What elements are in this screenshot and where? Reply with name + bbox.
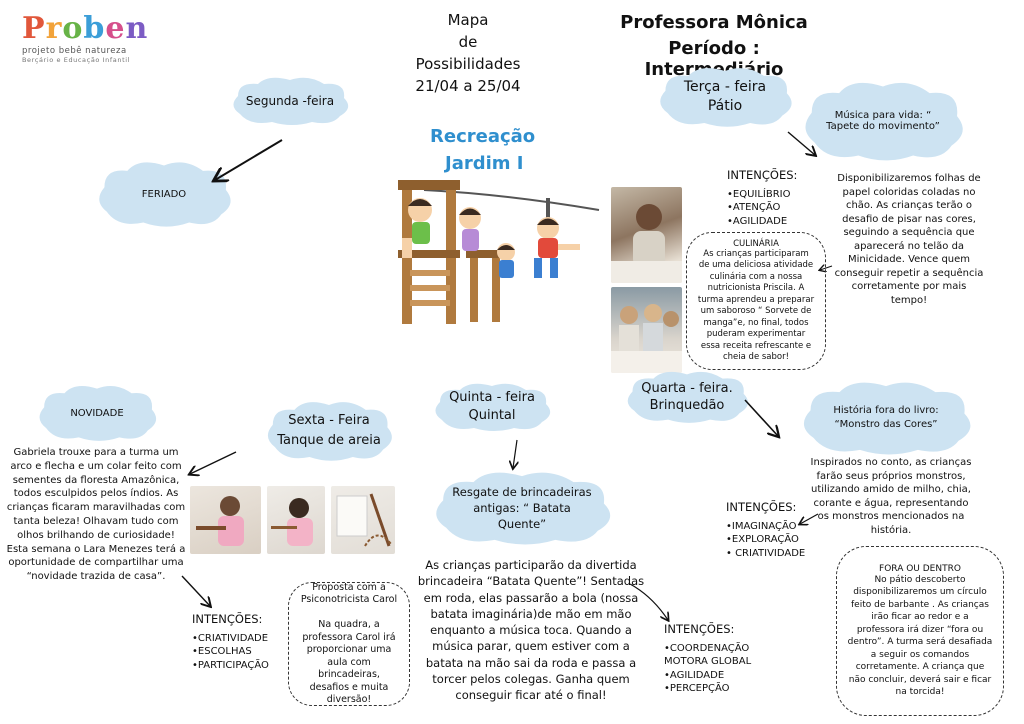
arrow-quinta xyxy=(513,439,517,468)
arrow-sexta-intent xyxy=(181,575,210,606)
sexta-title: Sexta - Feira xyxy=(288,413,370,428)
intencao-item: •COORDENAÇÃO xyxy=(664,642,750,654)
mapa-title: Mapa de Possibilidades 21/04 a 25/04 xyxy=(415,11,521,95)
cloud-shape xyxy=(660,68,792,127)
arrow-quarta-intent xyxy=(800,513,819,524)
terca-cloud: Terça - feira Pátio xyxy=(654,66,796,128)
logo-letter: P xyxy=(22,11,46,46)
terca-title: Terça - feira xyxy=(683,79,767,95)
culinaria-photo-1 xyxy=(611,187,682,283)
segunda-title: Segunda -feira xyxy=(245,94,335,108)
logo-letter: o xyxy=(62,11,84,46)
logo: Proben projeto bebê natureza Berçário e … xyxy=(22,14,172,66)
cloud-shape xyxy=(99,162,231,227)
intencao-item: MOTORA GLOBAL xyxy=(664,656,752,668)
terca-intencoes-title: INTENÇÕES: xyxy=(727,168,798,182)
sexta-intencoes: INTENÇÕES: •CRIATIVIDADE •ESCOLHAS •PART… xyxy=(192,612,269,672)
cloud-shape xyxy=(805,82,963,161)
logo-subtitle-2: Berçário e Educação Infantil xyxy=(22,56,131,64)
historia-description: Inspirados no conto, as crianças farão s… xyxy=(810,457,972,536)
fora-dentro-title: FORA OU DENTRO xyxy=(879,563,961,574)
intencao-item: •PERCEPÇÃO xyxy=(664,683,730,695)
recreacao-title: Recreação xyxy=(430,126,536,147)
sexta-cloud: Sexta - Feira Tanque de areia xyxy=(262,400,396,462)
arrow-quinta-intent xyxy=(629,583,668,620)
arrow-terca xyxy=(787,131,815,155)
sexta-place: Tanque de areia xyxy=(277,433,381,448)
novidade-title: NOVIDADE xyxy=(70,407,124,419)
quinta-cloud: Quinta - feira Quintal xyxy=(430,382,554,432)
historia-title: História fora do livro: xyxy=(833,405,939,416)
feriado-cloud: FERIADO xyxy=(93,160,235,228)
logo-wordmark: Proben xyxy=(22,14,172,44)
logo-letter: e xyxy=(105,11,126,46)
intencao-item: •ESCOLHAS xyxy=(192,646,252,658)
historia-book: “Monstro das Cores” xyxy=(834,419,938,430)
quarta-place: Brinquedão xyxy=(649,398,725,413)
quarta-intencoes: INTENÇÕES: •IMAGINAÇÃO •EXPLORAÇÃO • CRI… xyxy=(726,500,805,560)
arrow-sexta xyxy=(190,451,237,474)
terca-place: Pátio xyxy=(707,98,743,114)
novidade-cloud: NOVIDADE xyxy=(34,384,160,442)
sexta-intencoes-title: INTENÇÕES: xyxy=(192,612,263,626)
musica-cloud: Música para vida: “ Tapete do movimento” xyxy=(798,80,968,162)
recreacao-subtitle: Jardim I xyxy=(445,153,524,174)
cloud-shape xyxy=(627,371,748,423)
arrow-quarta xyxy=(744,399,778,436)
feriado-label: FERIADO xyxy=(141,188,187,200)
quinta-place: Quintal xyxy=(468,408,516,423)
quinta-intencoes: INTENÇÕES: •COORDENAÇÃO MOTORA GLOBAL •A… xyxy=(664,622,751,696)
playground-illustration xyxy=(384,180,604,328)
sexta-photo-1 xyxy=(190,486,261,554)
cloud-shape xyxy=(39,386,157,441)
intencao-item: •AGILIDADE xyxy=(664,669,725,681)
quinta-title: Quinta - feira xyxy=(449,390,535,405)
cloud-shape xyxy=(803,382,971,455)
culinaria-photo-2 xyxy=(611,287,682,373)
proposta-text: Proposta com a Psiconotricista Carol Na … xyxy=(300,581,398,706)
quinta-intencoes-title: INTENÇÕES: xyxy=(664,622,735,636)
novidade-description: Gabriela trouxe para a turma um arco e f… xyxy=(6,447,186,583)
intencao-item: •CRIATIVIDADE xyxy=(192,632,269,644)
intencao-item: •PARTICIPAÇÃO xyxy=(192,659,269,671)
arrow-culinaria xyxy=(820,266,833,270)
musica-description: Disponibilizaremos folhas de papel color… xyxy=(834,173,984,306)
logo-subtitle: projeto bebê natureza xyxy=(22,46,127,56)
batata-quente-description: As crianças participarão da divertida br… xyxy=(417,558,645,703)
fora-dentro-text: No pátio descoberto disponibilizaremos u… xyxy=(847,574,993,698)
historia-cloud: História fora do livro: “Monstro das Cor… xyxy=(796,380,976,456)
intencao-item: •IMAGINAÇÃO xyxy=(726,520,797,532)
intencao-item: •AGILIDADE xyxy=(727,215,788,227)
quarta-title: Quarta - feira. xyxy=(641,381,733,396)
culinaria-box: CULINÁRIA As crianças participaram de um… xyxy=(686,232,826,370)
musica-title: Música para vida: “ Tapete do movimento” xyxy=(826,110,940,132)
intencao-item: •ATENÇÃO xyxy=(727,202,781,214)
intencao-item: •EXPLORAÇÃO xyxy=(726,534,799,546)
sexta-photo-3 xyxy=(331,486,395,554)
cloud-shape xyxy=(436,472,611,545)
cloud-shape xyxy=(267,402,392,461)
cloud-shape xyxy=(233,77,349,125)
terca-intencoes: INTENÇÕES: •EQUILÍBRIO •ATENÇÃO •AGILIDA… xyxy=(727,168,797,228)
intencao-item: • CRIATIVIDADE xyxy=(726,547,806,559)
logo-letter: b xyxy=(83,11,106,46)
quarta-intencoes-title: INTENÇÕES: xyxy=(726,500,797,514)
culinaria-text: As crianças participaram de uma delicios… xyxy=(697,248,815,363)
proposta-box: Proposta com a Psiconotricista Carol Na … xyxy=(288,582,410,706)
cloud-shape xyxy=(435,383,551,431)
quarta-cloud: Quarta - feira. Brinquedão xyxy=(622,370,752,424)
resgate-cloud: Resgate de brincadeiras antigas: “ Batat… xyxy=(428,470,616,546)
fora-dentro-box: FORA OU DENTRO No pátio descoberto dispo… xyxy=(836,546,1004,716)
culinaria-title: CULINÁRIA xyxy=(733,238,779,249)
segunda-cloud: Segunda -feira xyxy=(228,76,352,126)
teacher-name: Professora Mônica xyxy=(620,12,808,33)
logo-letter: r xyxy=(45,11,63,46)
logo-letter: n xyxy=(125,11,149,46)
intencao-item: •EQUILÍBRIO xyxy=(727,188,791,200)
arrow-segunda xyxy=(215,139,283,180)
sexta-photo-2 xyxy=(267,486,325,554)
resgate-title: Resgate de brincadeiras antigas: “ Batat… xyxy=(452,485,592,531)
